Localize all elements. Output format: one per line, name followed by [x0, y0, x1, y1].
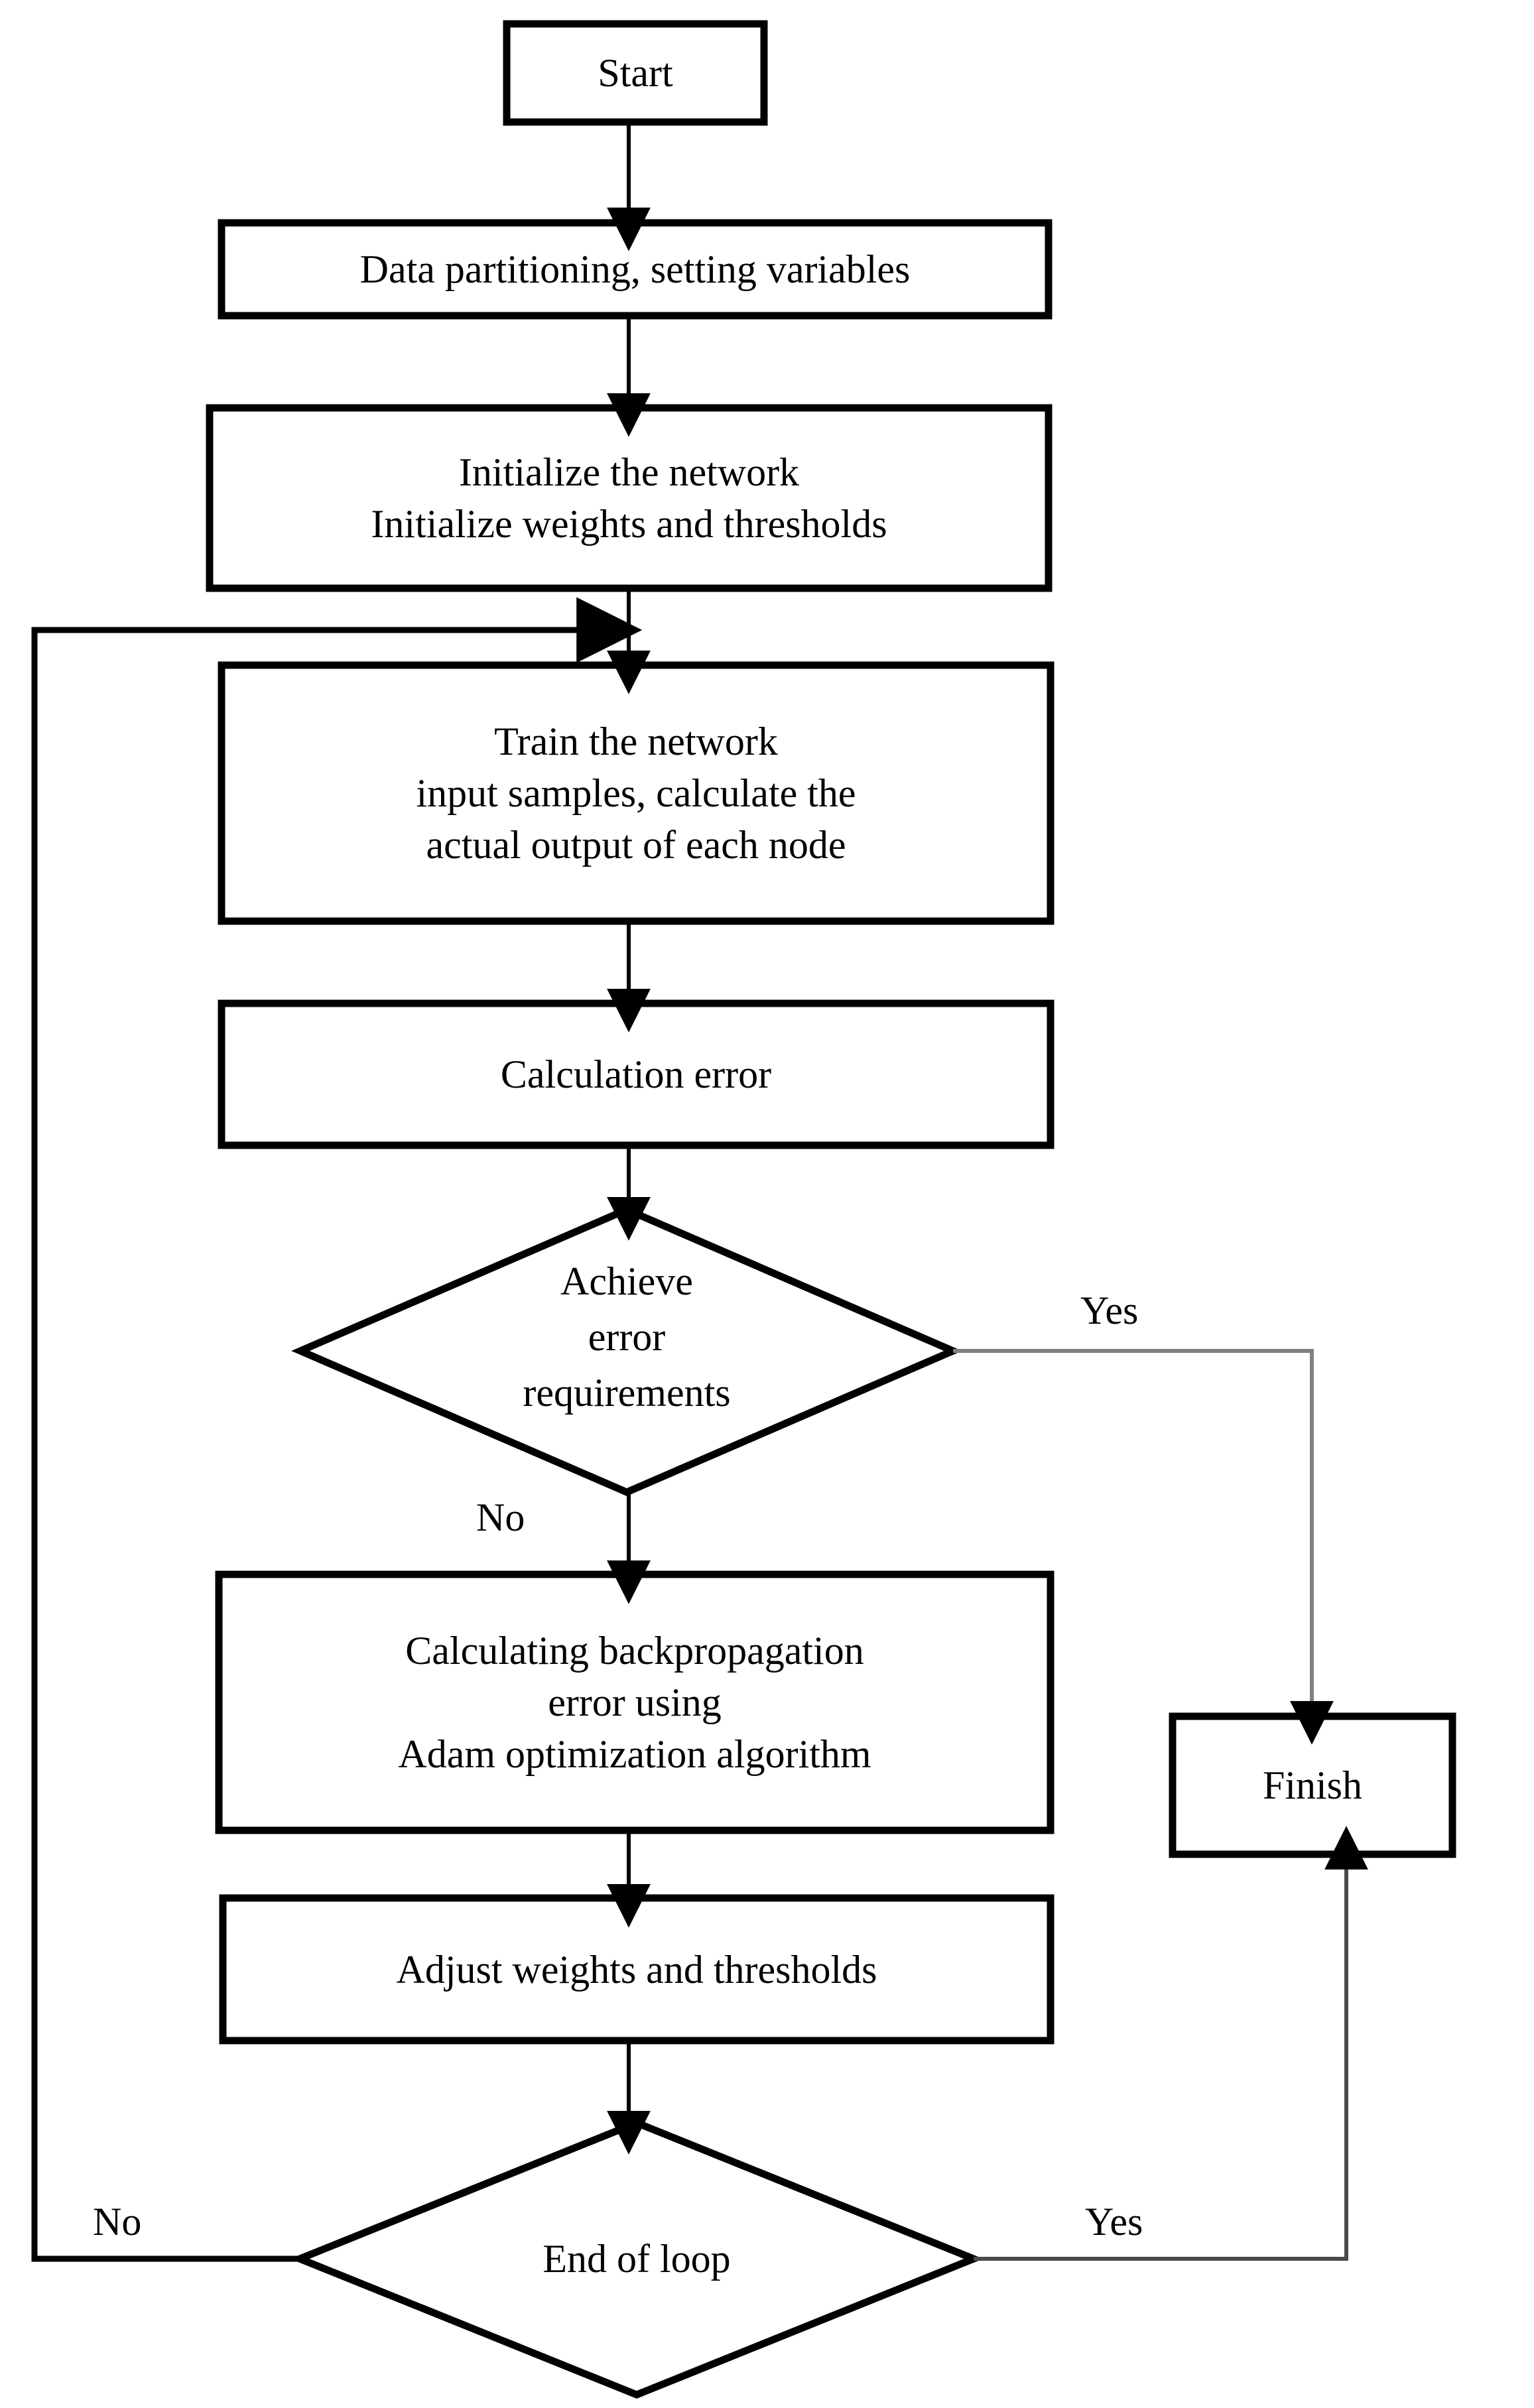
node-calculation-error[interactable] [222, 1003, 1051, 1145]
node-finish[interactable] [1173, 1716, 1452, 1854]
node-backpropagation[interactable] [219, 1574, 1051, 1830]
node-train[interactable] [222, 665, 1051, 921]
node-start[interactable] [507, 24, 764, 122]
node-train-shape [218, 661, 1055, 925]
node-end-of-loop-shape [290, 2119, 984, 2399]
node-end-of-loop[interactable] [300, 2123, 974, 2395]
node-backpropagation-shape [215, 1570, 1055, 1834]
node-calculation-error-shape [218, 999, 1055, 1149]
node-data-partitioning[interactable] [222, 223, 1049, 316]
node-achieve-error-requirements[interactable] [300, 1210, 953, 1492]
edge-label-achieve-yes: Yes [1080, 1289, 1139, 1332]
node-adjust-weights[interactable] [223, 1898, 1051, 2041]
edge-achieve-yes-to-finish [953, 1349, 1334, 1745]
edge-label-achieve-no: No [476, 1495, 525, 1539]
node-initialize[interactable] [210, 408, 1049, 588]
edge-end-of-loop-yes-to-finish [974, 1826, 1368, 2261]
edge-label-loop-yes: Yes [1085, 2200, 1143, 2244]
edge-end-of-loop-no-loopback [31, 597, 643, 2262]
edge-label-loop-no: No [93, 2200, 142, 2244]
node-start-shape [503, 20, 768, 126]
